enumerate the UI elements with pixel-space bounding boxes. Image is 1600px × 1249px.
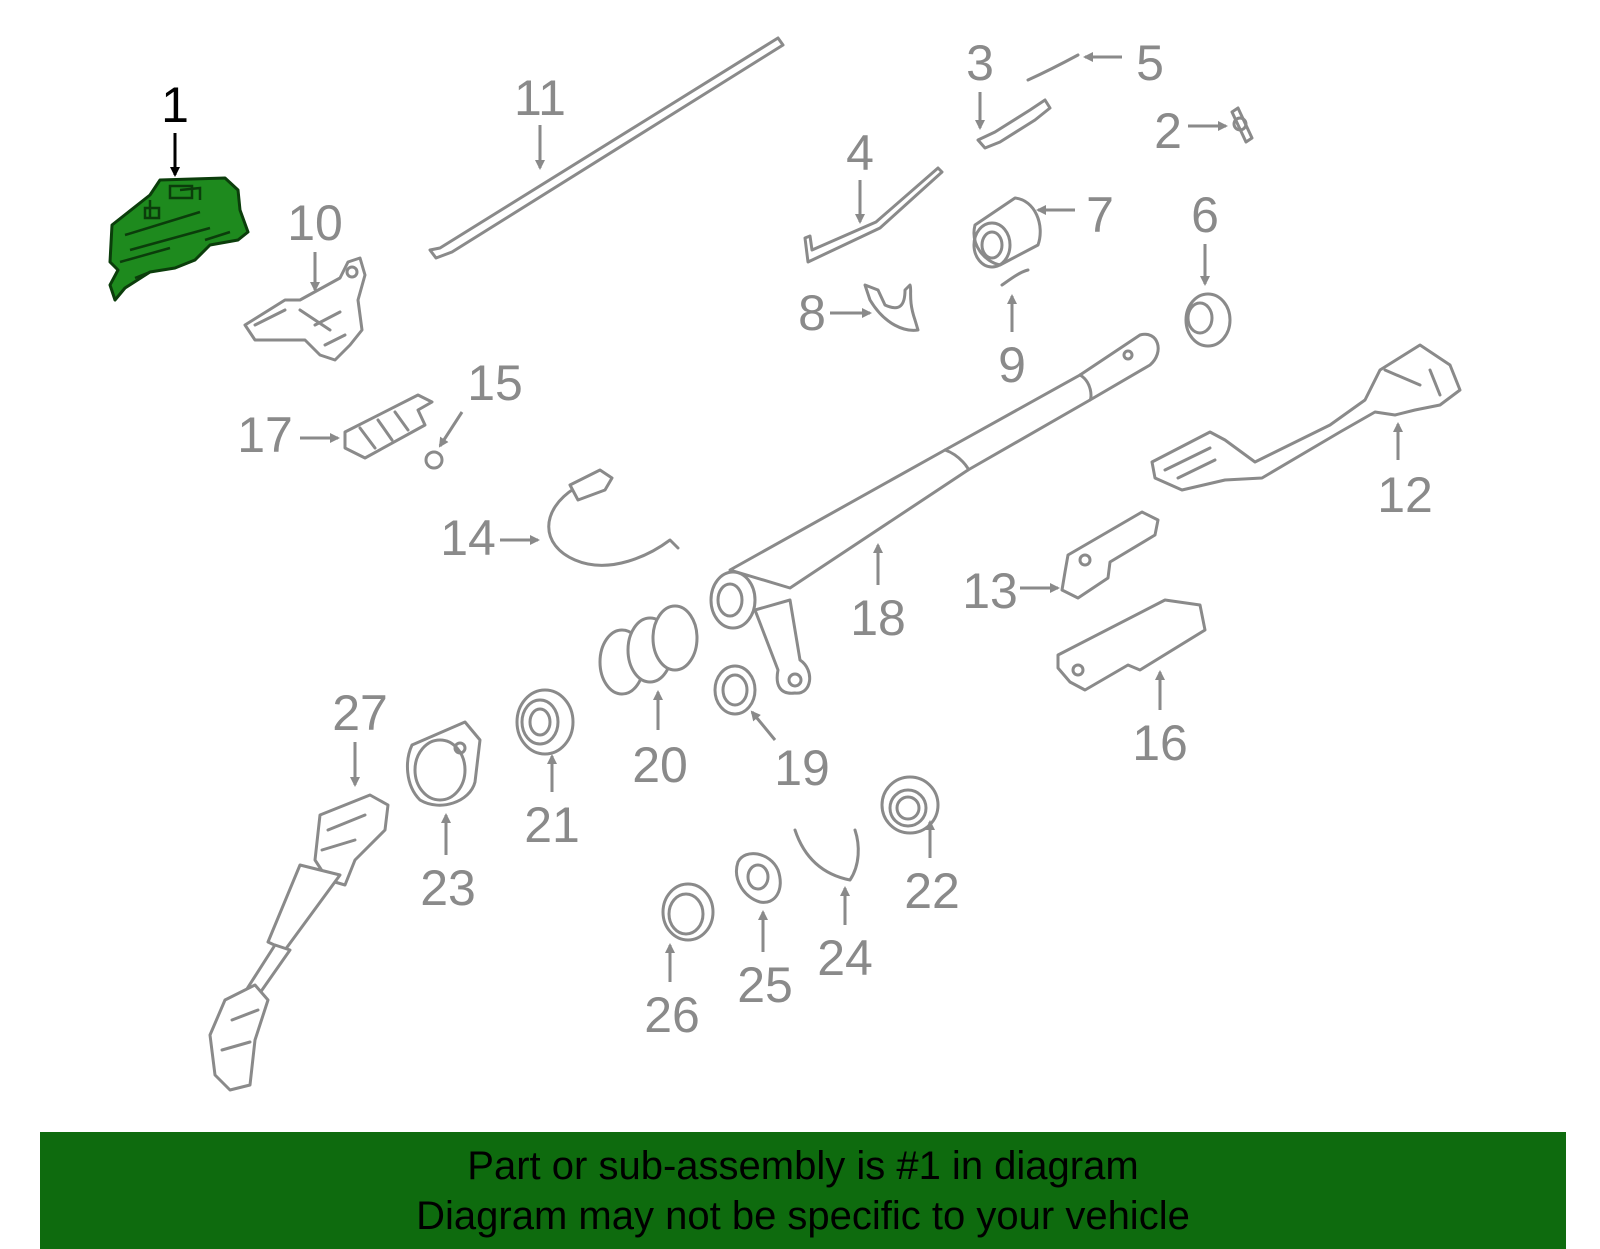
callout-2[interactable]: 2 xyxy=(1154,103,1182,159)
callout-8[interactable]: 8 xyxy=(798,285,826,341)
part-5 xyxy=(1026,53,1080,82)
part-6 xyxy=(1184,292,1232,348)
part-16 xyxy=(1056,598,1207,692)
callout-10[interactable]: 10 xyxy=(287,195,343,251)
callout-1[interactable]: 1 xyxy=(161,77,189,133)
part-8 xyxy=(863,283,920,332)
callout-21[interactable]: 21 xyxy=(524,797,580,853)
callout-12[interactable]: 12 xyxy=(1377,467,1433,523)
part-3 xyxy=(976,98,1052,150)
callout-26[interactable]: 26 xyxy=(644,987,700,1043)
part-4 xyxy=(803,166,944,264)
part-15 xyxy=(424,450,444,470)
callout-16[interactable]: 16 xyxy=(1132,715,1188,771)
banner-line-1: Part or sub-assembly is #1 in diagram xyxy=(467,1143,1139,1188)
callout-13[interactable]: 13 xyxy=(962,563,1018,619)
part-26 xyxy=(661,882,715,942)
callout-24[interactable]: 24 xyxy=(817,930,873,986)
part-24 xyxy=(793,828,860,882)
part-21 xyxy=(515,688,575,756)
part-13 xyxy=(1060,510,1160,600)
part-25 xyxy=(735,852,782,904)
callout-27[interactable]: 27 xyxy=(332,685,388,741)
part-14-wire xyxy=(547,468,680,567)
callout-23[interactable]: 23 xyxy=(420,860,476,916)
callout-18[interactable]: 18 xyxy=(850,590,906,646)
callout-17[interactable]: 17 xyxy=(237,407,293,463)
callout-19[interactable]: 19 xyxy=(774,740,830,796)
info-banner: Part or sub-assembly is #1 in diagram Di… xyxy=(40,1132,1566,1249)
callout-15[interactable]: 15 xyxy=(467,355,523,411)
part-27-shaft xyxy=(208,793,390,1092)
part-1-highlighted[interactable] xyxy=(108,176,250,302)
banner-line-2: Diagram may not be specific to your vehi… xyxy=(416,1193,1190,1238)
part-9 xyxy=(1000,268,1030,287)
callout-25[interactable]: 25 xyxy=(737,957,793,1013)
part-10-bracket xyxy=(243,256,367,362)
part-7 xyxy=(972,196,1042,269)
callout-5[interactable]: 5 xyxy=(1136,35,1164,91)
callout-14[interactable]: 14 xyxy=(440,510,496,566)
part-23 xyxy=(406,720,482,807)
callout-22[interactable]: 22 xyxy=(904,863,960,919)
part-18-column xyxy=(709,332,1160,695)
callout-4[interactable]: 4 xyxy=(846,125,874,181)
part-22 xyxy=(880,775,940,835)
callout-9[interactable]: 9 xyxy=(998,337,1026,393)
callout-6[interactable]: 6 xyxy=(1191,187,1219,243)
callout-11[interactable]: 11 xyxy=(514,70,566,126)
part-12 xyxy=(1150,343,1462,492)
part-20 xyxy=(598,604,699,696)
callout-7[interactable]: 7 xyxy=(1086,187,1114,243)
part-11-rod xyxy=(428,36,785,260)
part-19 xyxy=(713,664,757,716)
callout-3[interactable]: 3 xyxy=(966,35,994,91)
part-2 xyxy=(1230,106,1254,144)
part-17 xyxy=(343,393,434,460)
callout-20[interactable]: 20 xyxy=(632,737,688,793)
